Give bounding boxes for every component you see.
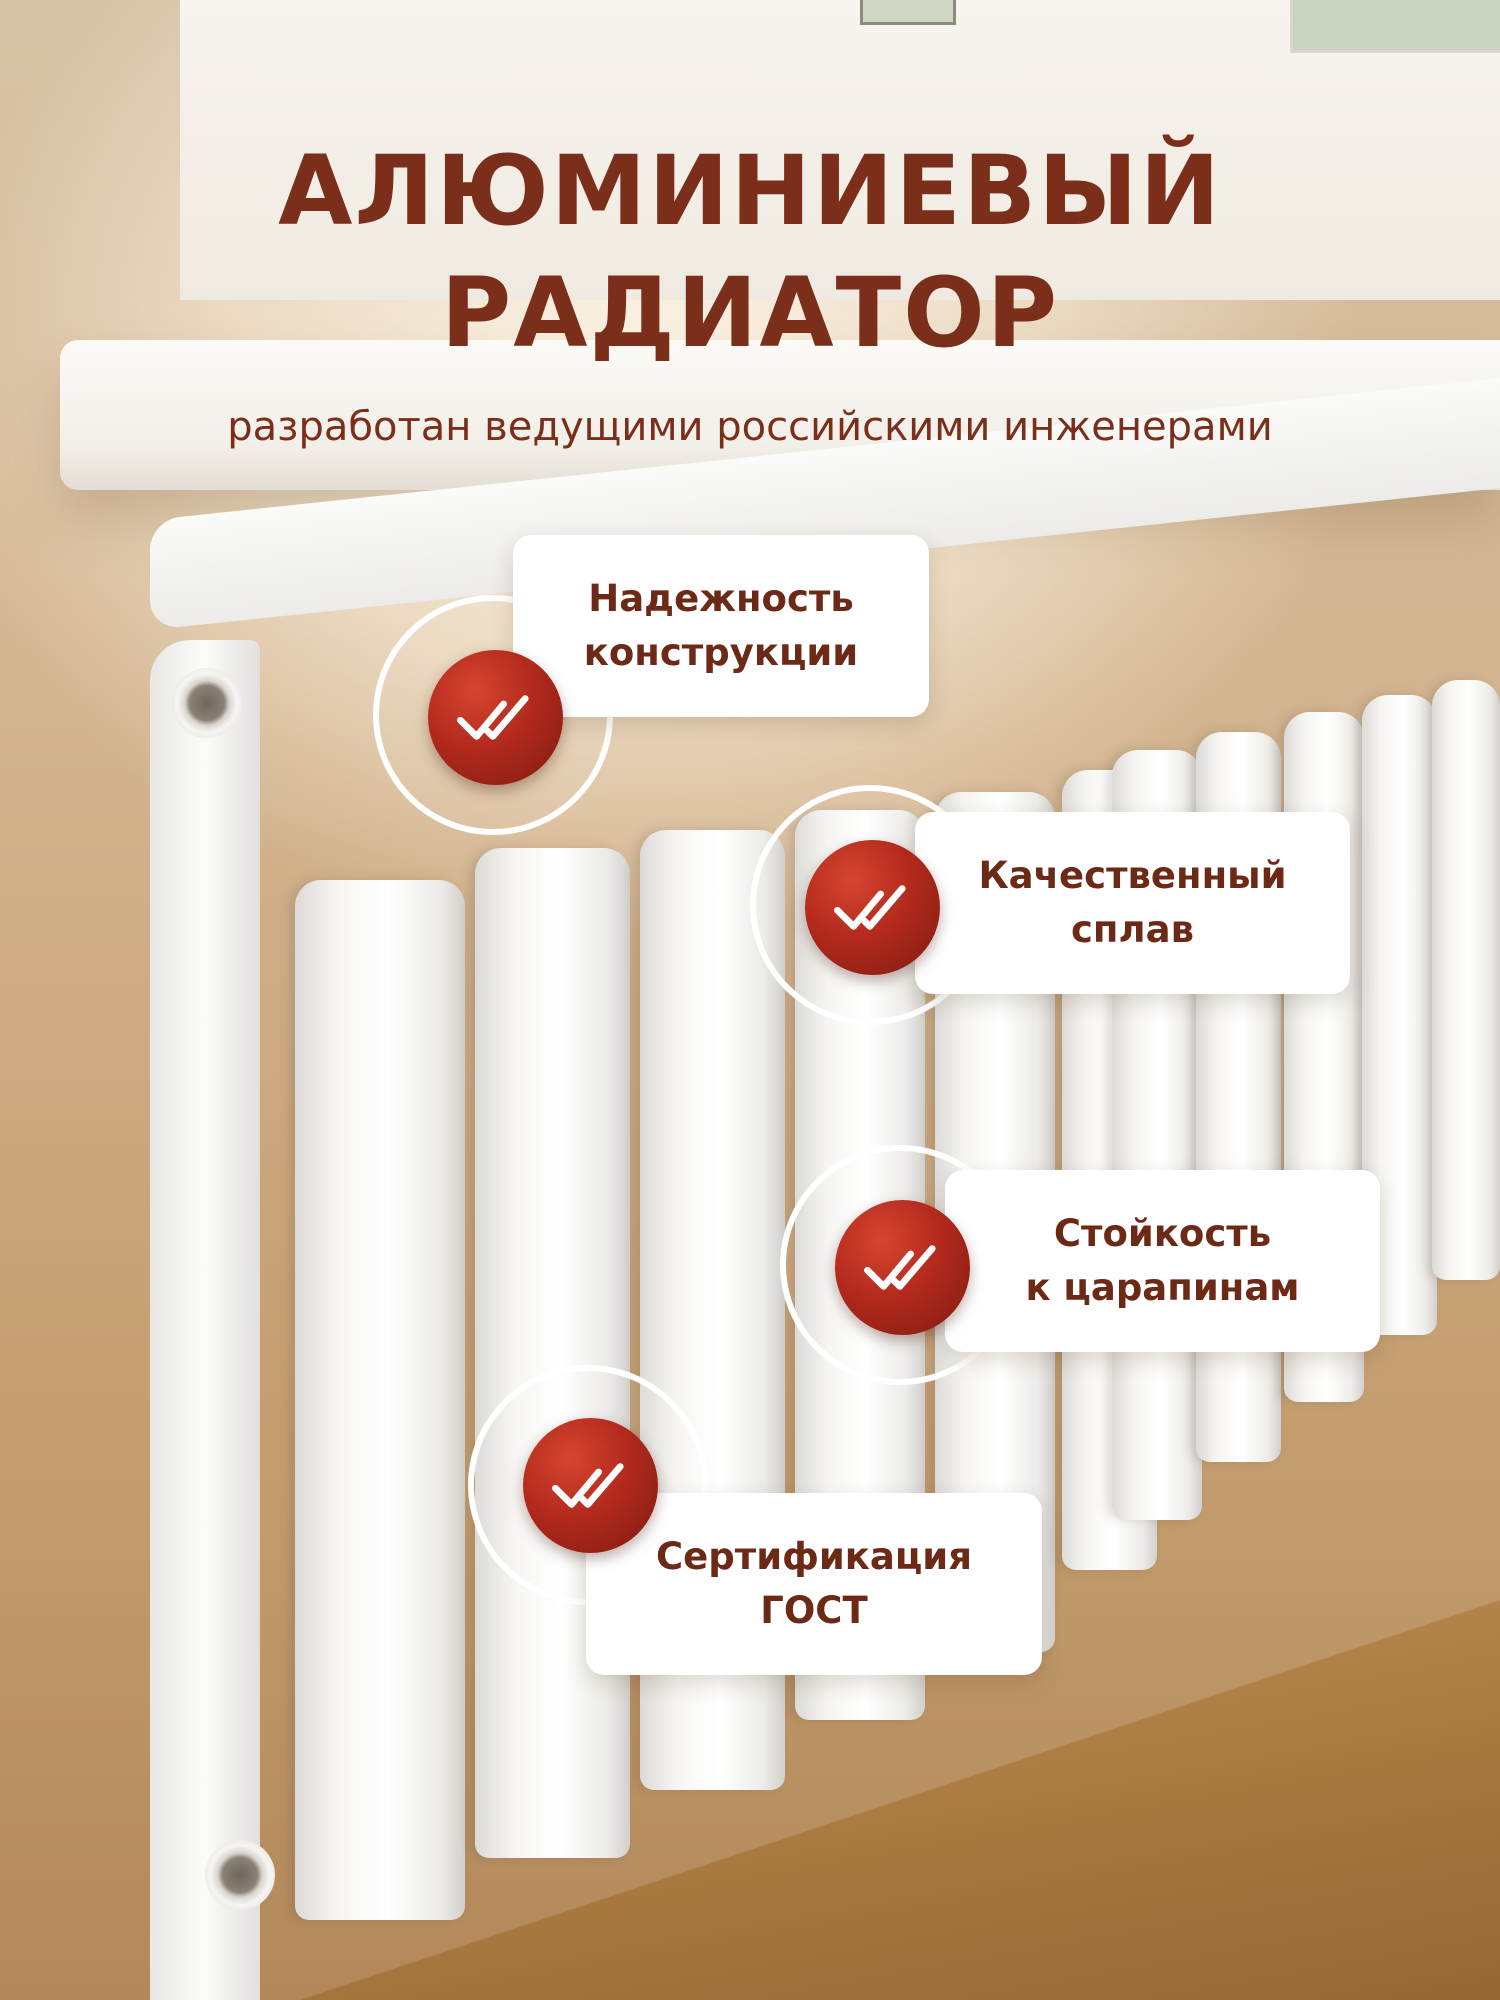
window-glass [860,0,956,25]
feature-label: к царапинам [1025,1266,1300,1309]
radiator-fin [1432,680,1500,1280]
feature-label: Качественный [978,854,1287,897]
window-frame [180,0,1500,300]
feature-card: Сертификация ГОСТ [586,1493,1042,1675]
window-glass [1290,0,1500,53]
title-line: АЛЮМИНИЕВЫЙ [278,135,1222,247]
radiator-fin [295,880,465,1920]
feature-card: Надежность конструкции [513,535,929,717]
title-line: РАДИАТОР [440,257,1060,369]
double-check-icon [805,840,940,975]
feature-card: Стойкость к царапинам [945,1170,1380,1352]
subtitle: разработан ведущими российскими инженера… [227,404,1273,450]
page-title: АЛЮМИНИЕВЫЙ РАДИАТОР [0,130,1500,374]
radiator-pipe-port [172,668,242,738]
feature-card: Качественный сплав [915,812,1350,994]
double-check-icon [428,650,563,785]
radiator-end-section [150,640,260,2000]
feature-label: Стойкость [1053,1212,1272,1255]
radiator-pipe-port [205,1840,275,1910]
double-check-icon [523,1418,658,1553]
feature-label: Сертификация [656,1535,972,1578]
feature-label: ГОСТ [760,1589,868,1632]
radiator-fin [475,848,630,1858]
feature-label: Надежность [588,577,854,620]
double-check-icon [835,1200,970,1335]
feature-label: сплав [1071,908,1194,951]
feature-label: конструкции [583,631,859,674]
